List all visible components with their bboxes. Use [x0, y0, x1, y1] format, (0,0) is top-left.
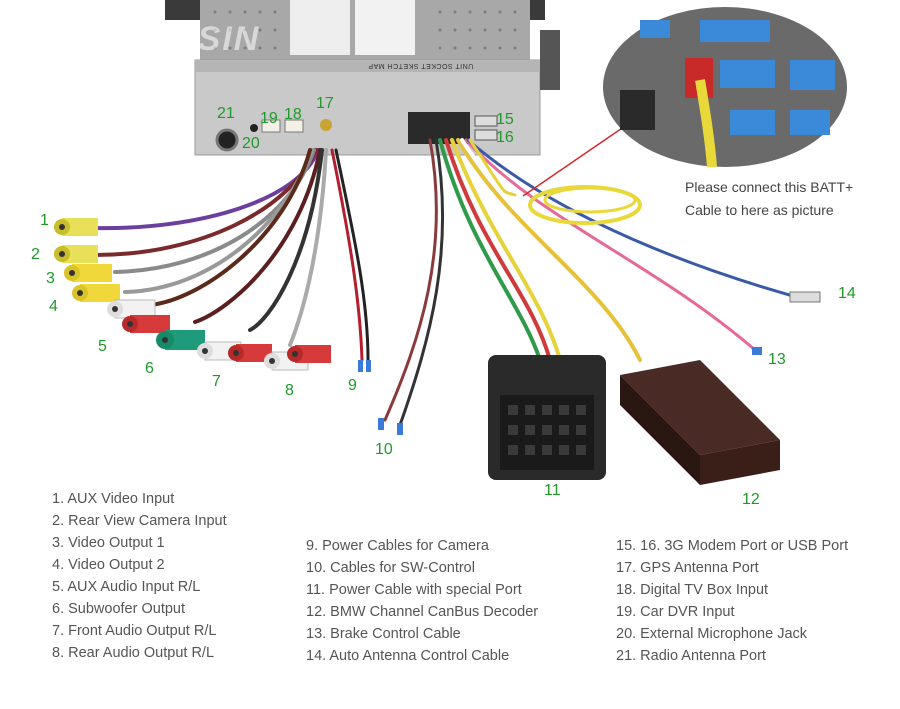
rca-3-video-out-1	[64, 264, 112, 282]
legend-item-8: 8. Rear Audio Output R/L	[52, 645, 215, 661]
fuse-inset	[603, 7, 847, 168]
rca-7-front-red	[228, 344, 272, 362]
legend-item-9: 9. Power Cables for Camera	[306, 538, 489, 554]
legend-item-19: 19. Car DVR Input	[616, 604, 735, 620]
legend-item-12: 12. BMW Channel CanBus Decoder	[306, 604, 539, 620]
rca-8-rear-red	[287, 345, 331, 363]
legend-item-21: 21. Radio Antenna Port	[616, 648, 766, 664]
label-number-16: 16	[496, 129, 514, 146]
legend-item-18: 18. Digital TV Box Input	[616, 582, 769, 598]
label-number-20: 20	[242, 135, 260, 152]
wire-terminals	[358, 291, 821, 435]
usb-port-upper	[474, 115, 498, 127]
microphone-jack	[250, 124, 258, 132]
legend-item-6: 6. Subwoofer Output	[52, 601, 185, 617]
label-number-2: 2	[31, 246, 40, 263]
label-number-18: 18	[284, 106, 302, 123]
label-number-4: 4	[49, 298, 58, 315]
rca-4-video-out-2	[72, 284, 120, 302]
label-number-13: 13	[768, 351, 786, 368]
batt-callout-line-1: Please connect this BATT+	[685, 179, 854, 195]
legend-item-11: 11. Power Cable with special Port	[306, 582, 522, 598]
legend-item-7: 7. Front Audio Output R/L	[52, 623, 217, 639]
head-unit	[165, 0, 560, 156]
tv-box-port	[284, 119, 304, 133]
label-number-11: 11	[544, 482, 561, 499]
label-number-5: 5	[98, 338, 107, 355]
label-number-15: 15	[496, 111, 514, 128]
label-number-8: 8	[285, 382, 294, 399]
legend-item-5: 5. AUX Audio Input R/L	[52, 579, 201, 595]
legend-item-1: 1. AUX Video Input	[52, 491, 175, 507]
label-number-12: 12	[742, 491, 760, 508]
label-number-19: 19	[260, 110, 278, 127]
label-number-6: 6	[145, 360, 154, 377]
legend-item-2: 2. Rear View Camera Input	[52, 513, 227, 529]
label-number-3: 3	[46, 270, 55, 287]
unit-socket-label: UNIT SOCKET SKETCH MAP	[368, 62, 474, 69]
legend-item-4: 4. Video Output 2	[52, 557, 165, 573]
legend-item-17: 17. GPS Antenna Port	[616, 560, 759, 576]
usb-port-lower	[474, 129, 498, 141]
rca-wire-bundle	[93, 148, 370, 362]
gps-port	[320, 119, 332, 131]
legend-item-20: 20. External Microphone Jack	[616, 626, 808, 642]
rca-5-aux-audio-red	[122, 315, 170, 333]
rca-1-aux-video	[54, 218, 98, 236]
rca-connectors	[54, 218, 331, 371]
legend-item-3: 3. Video Output 1	[52, 535, 165, 551]
rca-5-aux-audio-white	[107, 299, 156, 319]
brand-watermark: ERISIN	[135, 20, 261, 58]
rca-2-rear-camera	[54, 245, 98, 263]
label-number-7: 7	[212, 373, 221, 390]
batt-callout-line-2: Cable to here as picture	[685, 202, 834, 218]
power-port-connector	[488, 355, 606, 480]
label-number-1: 1	[40, 212, 49, 229]
label-number-21: 21	[217, 105, 235, 122]
legend-item-10: 10. Cables for SW-Control	[306, 560, 475, 576]
dvr-port	[261, 119, 281, 133]
legend-item-14: 14. Auto Antenna Control Cable	[306, 648, 510, 664]
canbus-decoder-box	[620, 360, 780, 485]
label-number-9: 9	[348, 377, 357, 394]
rca-6-subwoofer	[156, 330, 205, 350]
radio-antenna-port	[215, 128, 239, 152]
label-number-17: 17	[316, 95, 334, 112]
legend-item-15-16: 15. 16. 3G Modem Port or USB Port	[616, 538, 849, 554]
label-number-10: 10	[375, 441, 393, 458]
legend-item-13: 13. Brake Control Cable	[306, 626, 461, 642]
label-number-14: 14	[838, 285, 856, 302]
batt-yellow-cable	[522, 84, 686, 225]
power-wire-bundle	[383, 138, 802, 427]
